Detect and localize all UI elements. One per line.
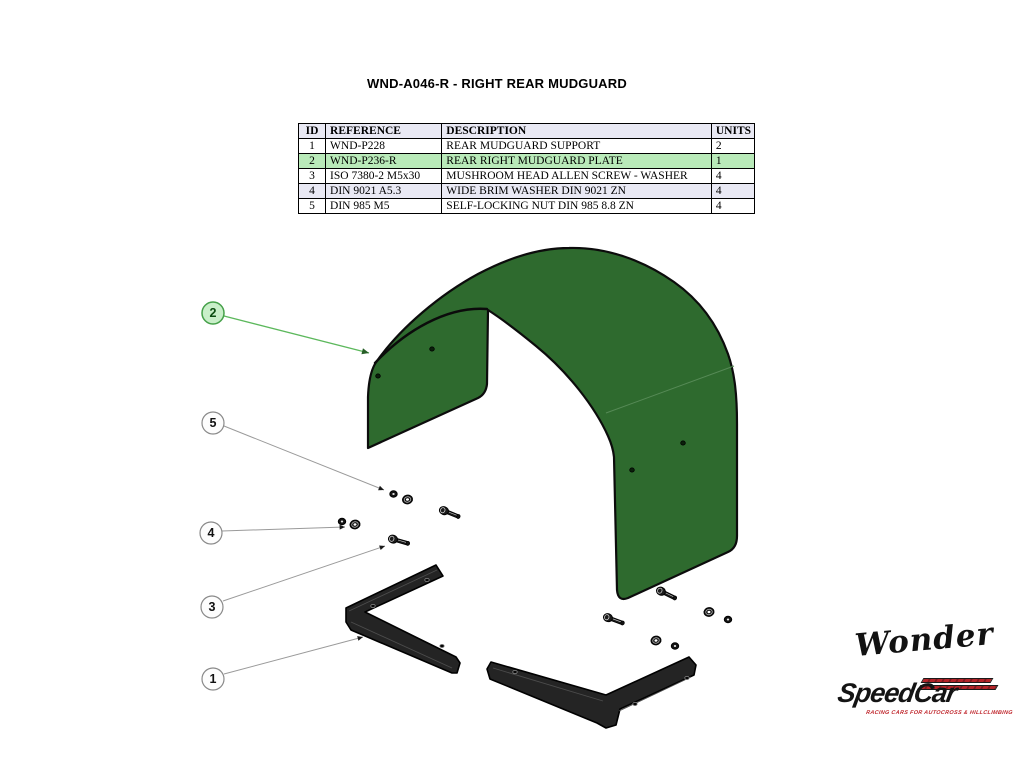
screw [602,613,625,626]
mudguard-support-right [486,656,697,729]
washer [650,635,662,646]
screw [438,506,461,519]
cell-reference: DIN 985 M5 [325,198,443,214]
screw [655,586,678,601]
cell-description: MUSHROOM HEAD ALLEN SCREW - WASHER [441,168,712,184]
table-row-2-selected[interactable]: 2 WND-P236-R REAR RIGHT MUDGUARD PLATE 1 [297,153,756,169]
mudguard-support-left [345,564,461,674]
nut [670,642,680,650]
plate-crease-line [605,365,735,414]
speedcar-wordmark: SpeedCar [835,678,959,708]
table-row-1[interactable]: 1 WND-P228 REAR MUDGUARD SUPPORT 2 [297,138,756,154]
leader-line-5 [223,425,385,491]
balloon-label: 5 [210,416,217,430]
balloon-1[interactable]: 1 [201,667,225,691]
cell-id: 4 [297,183,327,199]
bom-header-row: ID REFERENCE DESCRIPTION UNITS [297,123,756,139]
balloon-label: 2 [210,306,217,320]
leader-line-2 [223,315,370,355]
nut [337,517,347,526]
bom-table: ID REFERENCE DESCRIPTION UNITS 1 WND-P22… [297,123,756,214]
speedcar-logo: SpeedCar RACING CARS FOR AUTOCROSS & HIL… [835,676,1014,726]
nut [389,490,398,498]
leader-line-3 [222,545,386,602]
washer [349,519,361,530]
balloon-2[interactable]: 2 [201,301,225,325]
cell-reference: WND-P236-R [325,153,443,169]
cell-description: REAR MUDGUARD SUPPORT [441,138,712,154]
cell-description: REAR RIGHT MUDGUARD PLATE [441,153,712,169]
table-row-5[interactable]: 5 DIN 985 M5 SELF-LOCKING NUT DIN 985 8.… [297,198,756,214]
lock-nuts [337,490,733,650]
balloon-label: 4 [208,526,215,540]
balloon-5[interactable]: 5 [201,411,225,435]
callout-balloons: 2 5 4 3 1 [199,301,225,691]
plate-holes [375,346,686,473]
mudguard-plate [366,246,739,601]
allen-screws [387,506,678,626]
table-row-3[interactable]: 3 ISO 7380-2 M5x30 MUSHROOM HEAD ALLEN S… [297,168,756,184]
cell-description: SELF-LOCKING NUT DIN 985 8.8 ZN [441,198,712,214]
cell-units: 4 [710,198,756,214]
leader-line-4 [221,524,346,532]
screw [387,534,411,546]
leader-lines [221,315,386,675]
balloon-label: 1 [210,672,217,686]
balloon-4[interactable]: 4 [199,521,223,545]
washer [703,607,715,617]
nut [723,615,733,624]
cell-units: 1 [710,153,756,169]
leader-line-1 [223,636,364,675]
speedcar-tagline: RACING CARS FOR AUTOCROSS & HILLCLIMBING [865,710,1014,716]
balloon-3[interactable]: 3 [200,595,224,619]
plate-front-edge [373,307,489,365]
washer [402,494,413,505]
cell-description: WIDE BRIM WASHER DIN 9021 ZN [441,183,712,199]
col-header-reference: REFERENCE [325,123,443,139]
balloon-label: 3 [209,600,216,614]
washers [349,494,715,646]
page-title: WND-A046-R - RIGHT REAR MUDGUARD [367,76,627,91]
